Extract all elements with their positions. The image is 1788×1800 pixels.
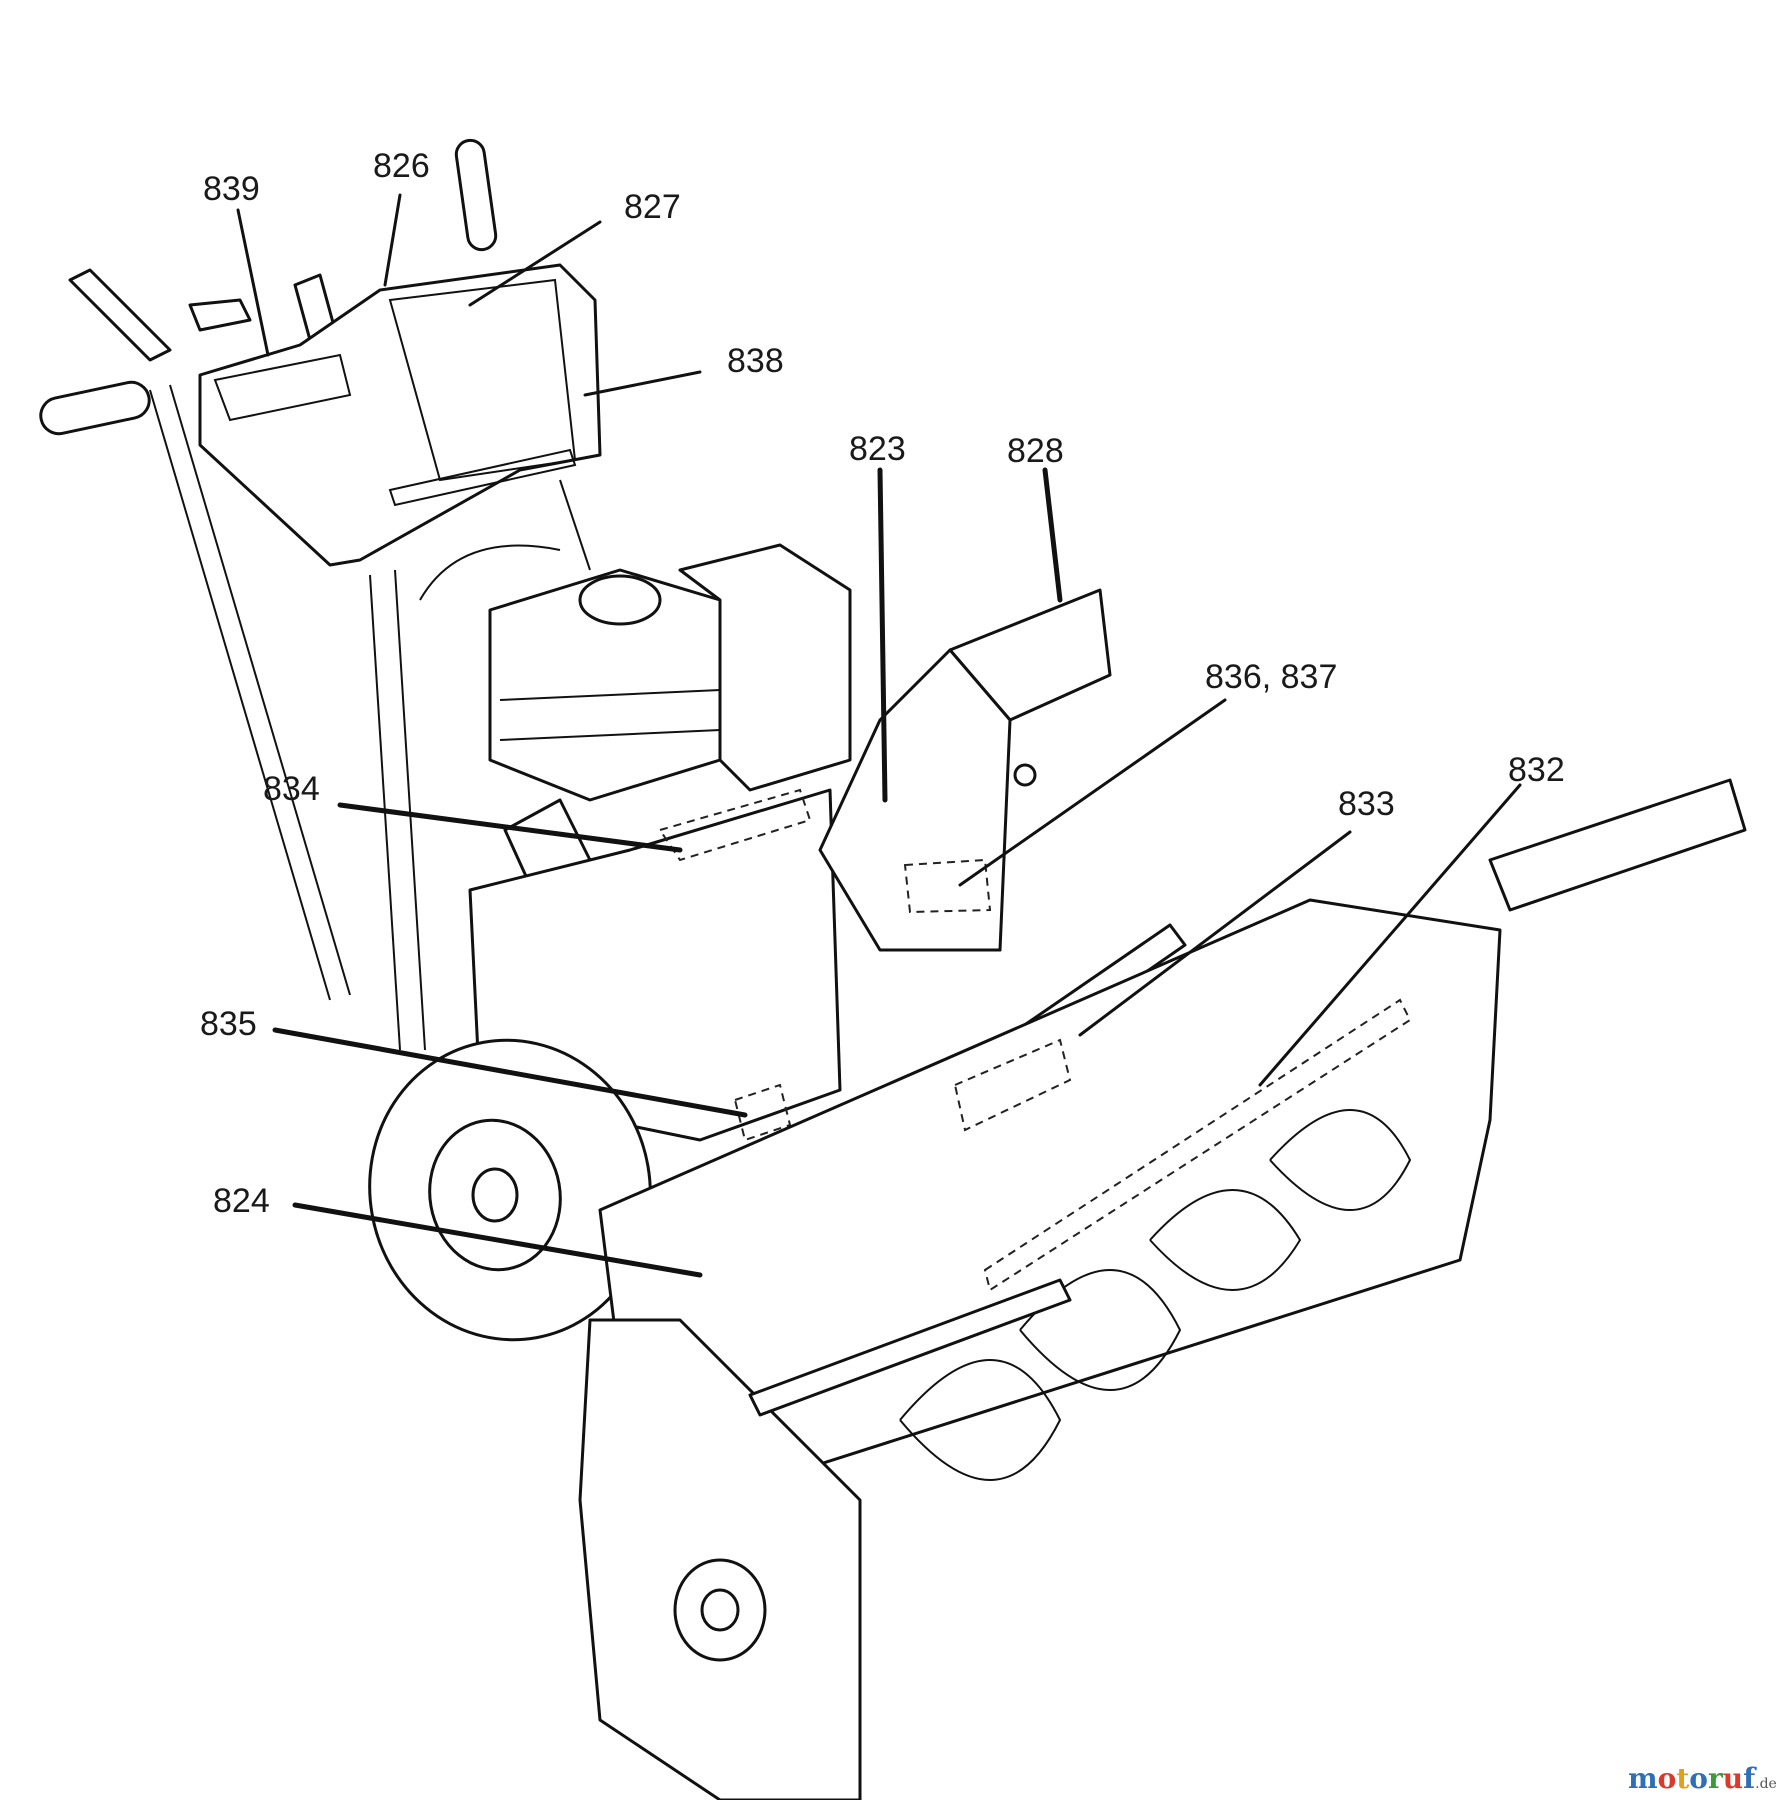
callout-827: 827 [624,188,681,226]
callout-826: 826 [373,147,430,185]
scraper-bar [748,1278,1072,1417]
discharge-chute [818,588,1112,952]
callout-832: 832 [1508,751,1565,789]
watermark-letter-m: m [1628,1762,1658,1795]
auger-spirals [899,1109,1412,1481]
leader-lines [236,193,1522,1278]
callout-838: 838 [727,342,784,380]
callout-835: 835 [200,1005,257,1043]
left-handle [39,268,351,1001]
watermark-letter-u: u [1723,1762,1743,1795]
svg-text:motoruf.de: motoruf.de [1628,1762,1777,1795]
callout-labels: 839 826 827 838 823 828 836, 837 834 833… [200,147,1565,1220]
watermark-suffix: .de [1755,1776,1777,1792]
engine [488,543,852,887]
watermark-letter-r: r [1708,1762,1724,1795]
watermark-letter-o1: o [1658,1762,1677,1795]
callout-823: 823 [849,430,906,468]
callout-834: 834 [263,770,320,808]
callout-836-837: 836, 837 [1205,658,1337,696]
watermark-logo: motoruf.de [1628,1762,1777,1795]
auger-side-plate [578,1318,862,1800]
watermark-letter-o2: o [1689,1762,1708,1795]
callout-824: 824 [213,1182,270,1220]
watermark-letter-t: t [1676,1762,1689,1795]
callout-839: 839 [203,170,260,208]
watermark-letter-f: f [1743,1762,1757,1795]
callout-828: 828 [1007,432,1064,470]
wheel [368,1038,652,1342]
callout-833: 833 [1338,785,1395,823]
